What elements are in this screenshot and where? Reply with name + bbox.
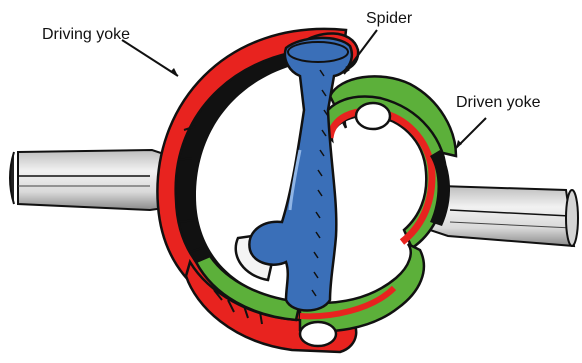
right-shaft <box>428 186 578 246</box>
driving-yoke-label: Driving yoke <box>42 26 130 43</box>
driven-yoke-label: Driven yoke <box>456 94 541 111</box>
left-shaft <box>10 150 178 210</box>
spider-label: Spider <box>366 10 413 27</box>
